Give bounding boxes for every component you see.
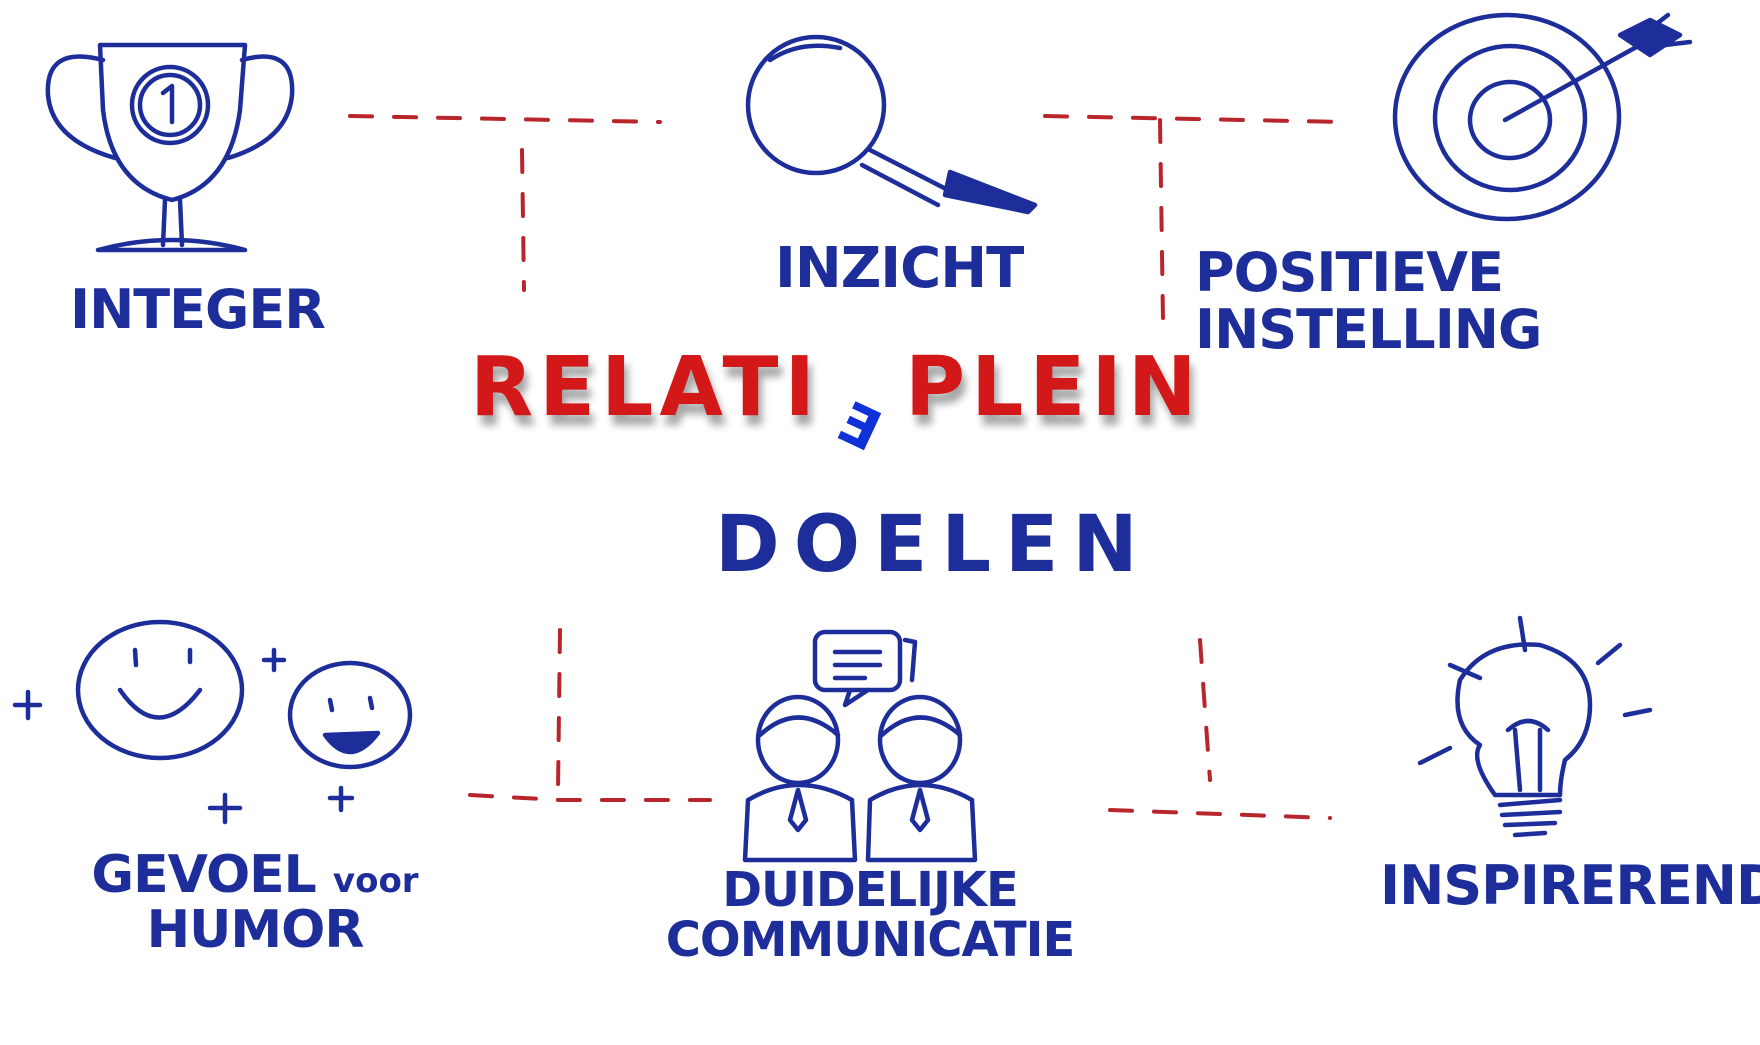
label-inzicht: INZICHT bbox=[775, 236, 1024, 301]
connector-inzicht-drop-left bbox=[520, 148, 526, 292]
connector-inzicht-positieve bbox=[1043, 114, 1347, 124]
label-gevoel-voor-humor: GEVOEL voor HUMOR bbox=[80, 848, 430, 957]
connector-humor-communicatie bbox=[468, 793, 712, 802]
label-inspirerend-text: INSPIREREND bbox=[1380, 854, 1760, 917]
whiteboard: RELATI E PLEIN DOELEN INTEGER INZICHT PO… bbox=[12, 12, 1760, 966]
target-icon bbox=[1392, 12, 1693, 222]
title-part-2: PLEIN bbox=[905, 340, 1203, 435]
lightbulb-icon bbox=[1417, 615, 1653, 838]
label-humor-line-2: HUMOR bbox=[146, 899, 365, 960]
two-people-talking-icon bbox=[742, 629, 978, 863]
magnifying-glass-icon bbox=[745, 34, 1038, 215]
title-part-1: RELATI bbox=[470, 340, 821, 435]
label-positieve-line-2: INSTELLING bbox=[1195, 297, 1542, 361]
icon-layer bbox=[12, 12, 1693, 863]
label-humor-gevoel: GEVOEL bbox=[91, 845, 316, 905]
label-positieve-instelling: POSITIEVE INSTELLING bbox=[1195, 241, 1542, 361]
label-humor-line-1: GEVOEL voor bbox=[80, 848, 430, 903]
connector-positieve-drop bbox=[1158, 118, 1165, 322]
trophy-icon bbox=[45, 42, 295, 253]
connector-inspirerend-rise bbox=[1198, 638, 1212, 782]
connector-communicatie-inspirerend bbox=[1108, 808, 1332, 820]
smiley-faces-icon bbox=[12, 619, 413, 825]
label-communicatie-line-2: COMMUNICATIE bbox=[665, 912, 1076, 969]
connector-lines bbox=[348, 114, 1347, 820]
label-duidelijke-communicatie: DUIDELIJKE COMMUNICATIE bbox=[660, 865, 1080, 966]
label-inzicht-text: INZICHT bbox=[775, 236, 1024, 301]
label-integer: INTEGER bbox=[70, 278, 326, 341]
connector-integer-inzicht bbox=[348, 114, 662, 124]
label-integer-text: INTEGER bbox=[70, 278, 326, 341]
label-humor-voor: voor bbox=[332, 861, 419, 901]
connector-communicatie-rise-left bbox=[556, 628, 562, 792]
label-communicatie-line-1: DUIDELIJKE bbox=[722, 862, 1019, 918]
label-inspirerend: INSPIREREND bbox=[1380, 854, 1760, 917]
label-positieve-line-1: POSITIEVE bbox=[1195, 241, 1504, 304]
subtitle: DOELEN bbox=[715, 500, 1152, 590]
